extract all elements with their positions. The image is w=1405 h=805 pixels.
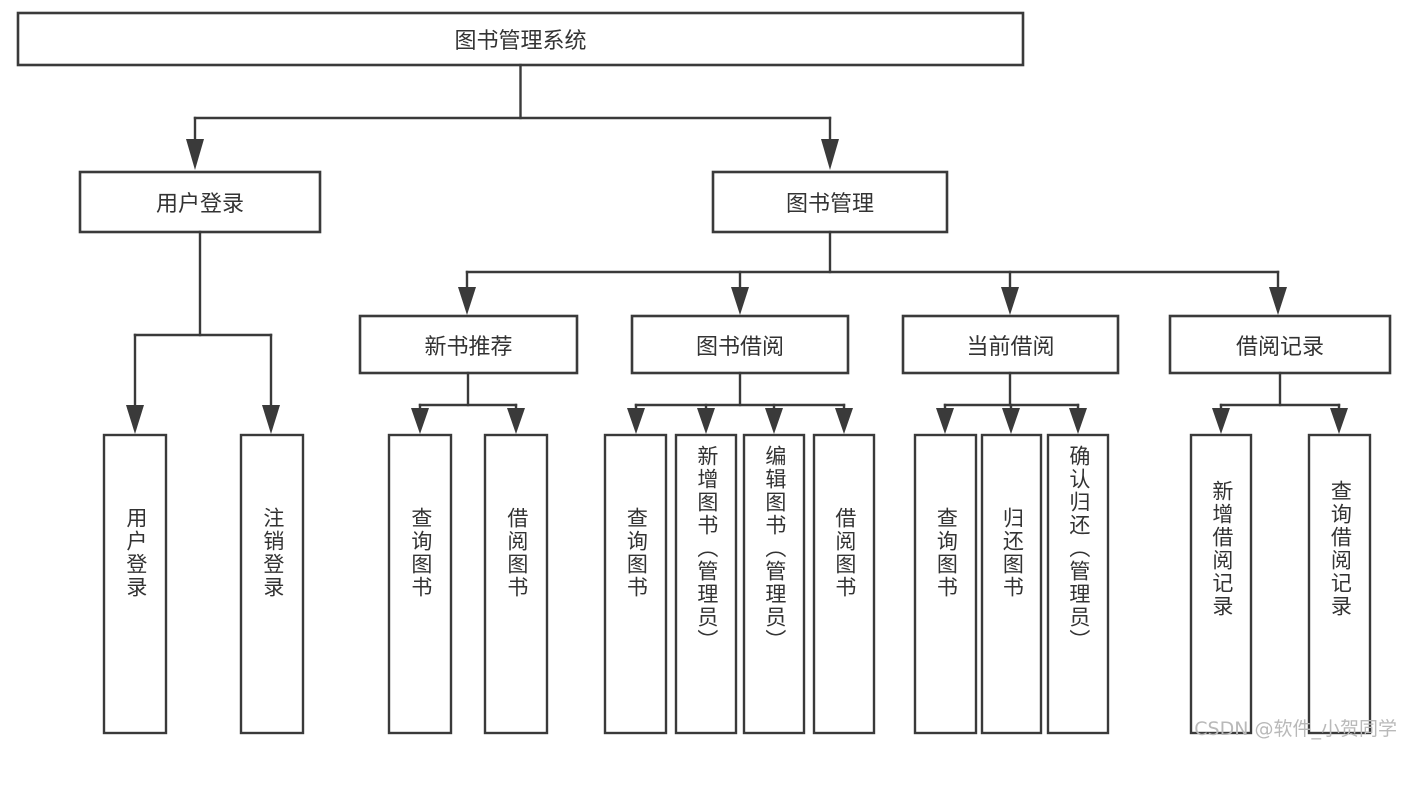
leaf-box-borrow-record-2[interactable]: [1307, 433, 1372, 735]
diagram-canvas: 图书管理系统 用户登录 图书管理 新书推荐 图书借阅 当前借阅 借阅记录 用户登…: [16, 11, 1397, 740]
leaf-box-borrow-record-1[interactable]: [1189, 433, 1253, 735]
arrow-head-new-book-2: [507, 408, 525, 434]
node-user-login-box[interactable]: [78, 170, 322, 234]
leaf-box-book-borrow-4[interactable]: [812, 433, 876, 735]
leaf-box-book-borrow-1[interactable]: [603, 433, 668, 735]
arrow-head-level2-1: [186, 139, 204, 170]
arrow-head-user-login-1: [126, 405, 144, 434]
arrow-head-level3-4: [1269, 287, 1287, 315]
leaf-box-current-borrow-1[interactable]: [913, 433, 978, 735]
leaf-box-book-borrow-2[interactable]: [674, 433, 738, 735]
arrow-head-borrow-record-1: [1212, 408, 1230, 434]
arrow-head-user-login-2: [262, 405, 280, 434]
arrow-head-book-borrow-2: [697, 408, 715, 434]
arrow-head-new-book-1: [411, 408, 429, 434]
node-book-borrow-box[interactable]: [630, 314, 850, 375]
node-root-box[interactable]: [16, 11, 1025, 67]
arrow-head-current-borrow-2: [1002, 408, 1020, 434]
arrow-head-book-borrow-3: [765, 408, 783, 434]
arrow-head-level3-3: [1001, 287, 1019, 315]
node-borrow-record-box[interactable]: [1168, 314, 1392, 375]
node-book-manage-box[interactable]: [711, 170, 949, 234]
tree-diagram-svg: [16, 11, 1392, 735]
arrow-head-level3-2: [731, 287, 749, 315]
arrow-head-current-borrow-1: [936, 408, 954, 434]
arrow-head-level3-1: [458, 287, 476, 315]
leaf-box-user-login-2[interactable]: [239, 433, 305, 735]
arrow-head-book-borrow-1: [627, 408, 645, 434]
arrow-head-book-borrow-4: [835, 408, 853, 434]
leaf-box-current-borrow-2[interactable]: [980, 433, 1043, 735]
node-current-borrow-box[interactable]: [901, 314, 1120, 375]
arrow-head-current-borrow-3: [1069, 408, 1087, 434]
arrow-head-borrow-record-2: [1330, 408, 1348, 434]
leaf-box-current-borrow-3[interactable]: [1046, 433, 1110, 735]
leaf-box-user-login-1[interactable]: [102, 433, 168, 735]
arrow-head-level2-2: [821, 139, 839, 170]
leaf-box-new-book-1[interactable]: [387, 433, 453, 735]
leaf-box-book-borrow-3[interactable]: [742, 433, 806, 735]
leaf-box-new-book-2[interactable]: [483, 433, 549, 735]
node-new-book-recommend-box[interactable]: [358, 314, 579, 375]
